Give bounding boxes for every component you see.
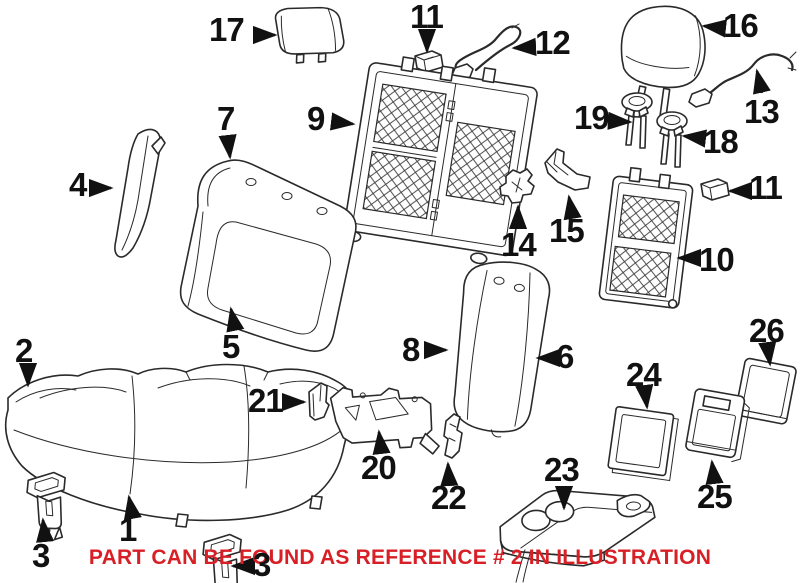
part-trim-frame-26	[734, 357, 797, 425]
part-bench-cushion	[4, 363, 355, 528]
callout-25: 25	[697, 478, 733, 515]
part-headrest-guide-19	[621, 92, 653, 149]
callout-18: 18	[703, 123, 739, 160]
part-headrest-16	[620, 5, 706, 127]
part-headrest-guide-18	[656, 111, 688, 168]
part-cable-13	[688, 51, 797, 108]
part-seatback-cushion-main	[179, 159, 357, 352]
part-guide-clip-right	[700, 178, 730, 201]
callout-23: 23	[544, 451, 580, 488]
callout-2: 2	[15, 332, 33, 369]
part-latch-panel-25	[685, 388, 750, 463]
callout-22: 22	[431, 479, 467, 516]
part-armrest	[499, 489, 656, 583]
callout-21: 21	[248, 382, 284, 419]
callout-6: 6	[556, 338, 574, 375]
part-seatback-frame-10	[598, 166, 694, 309]
callout-7: 7	[217, 100, 235, 137]
part-trim-frame-24	[607, 405, 679, 482]
callout-11-right: 11	[749, 169, 783, 206]
callout-19: 19	[574, 99, 610, 136]
part-latch-clip-left	[25, 470, 71, 543]
part-bracket-21	[308, 382, 330, 421]
callout-3-bottom: 3	[253, 546, 271, 583]
part-seatback-cushion-small	[453, 261, 551, 438]
callout-3-left: 3	[32, 537, 50, 574]
callout-5: 5	[222, 328, 240, 365]
part-bracket-15	[544, 148, 591, 191]
callout-11-top: 11	[410, 0, 444, 35]
callout-15: 15	[549, 212, 585, 249]
callout-1: 1	[119, 511, 137, 548]
callout-24: 24	[626, 356, 662, 393]
part-side-bolster	[114, 128, 166, 258]
callout-17: 17	[209, 11, 245, 48]
callout-12: 12	[535, 24, 571, 61]
part-support-bracket-20	[329, 386, 440, 455]
callout-9: 9	[307, 100, 325, 137]
callout-8: 8	[402, 331, 420, 368]
callout-4: 4	[69, 166, 87, 203]
part-bracket-22	[443, 413, 463, 459]
callout-26: 26	[749, 312, 785, 349]
part-headrest-flat	[274, 6, 345, 64]
callout-20: 20	[361, 449, 397, 486]
part-bracket-14	[499, 168, 535, 204]
callout-14: 14	[501, 226, 537, 263]
callout-10: 10	[699, 241, 735, 278]
reference-notice: PART CAN BE FOUND AS REFERENCE # 2 IN IL…	[88, 546, 712, 569]
callout-arrows	[18, 19, 777, 576]
callout-16: 16	[723, 7, 759, 44]
part-seatback-frame-9	[343, 56, 538, 265]
callout-13: 13	[744, 93, 780, 130]
